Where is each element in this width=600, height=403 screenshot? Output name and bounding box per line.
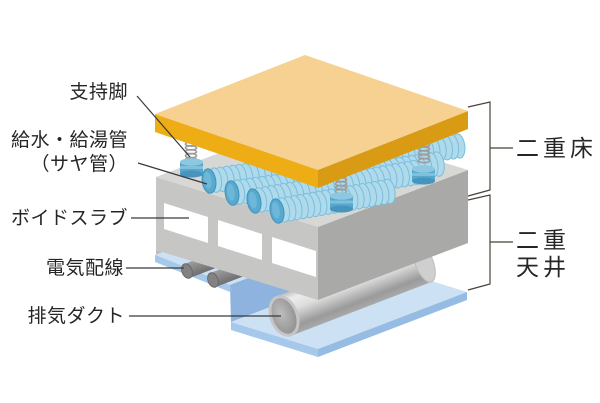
bracket-double-floor (467, 101, 491, 197)
leader-support-leg (136, 95, 191, 158)
label-void-slab: ボイドスラブ (10, 208, 128, 229)
floor-panel (155, 55, 468, 188)
void-opening-3 (272, 237, 316, 277)
support-leg-right (412, 142, 435, 185)
void-slab-right-face (318, 170, 468, 300)
brackets (467, 101, 513, 291)
label-double-ceiling-line2: 天井 (516, 255, 570, 280)
label-electric-wiring: 電気配線 (45, 258, 124, 279)
void-opening-2 (218, 220, 262, 260)
label-double-ceiling: 二重 天井 (516, 227, 570, 281)
void-opening-1 (164, 203, 208, 243)
floor-panel-right-face (318, 111, 468, 188)
ceiling-lower-panel-edge-right (318, 292, 467, 357)
leader-water-pipes (137, 162, 208, 185)
label-double-floor: 二重床 (516, 136, 597, 161)
label-exhaust-duct: 排気ダクト (27, 306, 125, 327)
label-water-pipes: 給水・給湯管 （サヤ管） (0, 129, 128, 177)
label-water-pipes-line2: （サヤ管） (30, 154, 128, 175)
floor-panel-left-face (155, 114, 318, 188)
ceiling-lower-panel-edge-left (231, 322, 318, 357)
leader-lines (126, 95, 281, 317)
label-double-ceiling-line1: 二重 (516, 228, 570, 253)
label-water-pipes-line1: 給水・給湯管 (10, 130, 128, 151)
floor-panel-top-face (155, 55, 468, 170)
bracket-double-ceiling (467, 194, 491, 291)
label-support-leg: 支持脚 (69, 82, 128, 103)
